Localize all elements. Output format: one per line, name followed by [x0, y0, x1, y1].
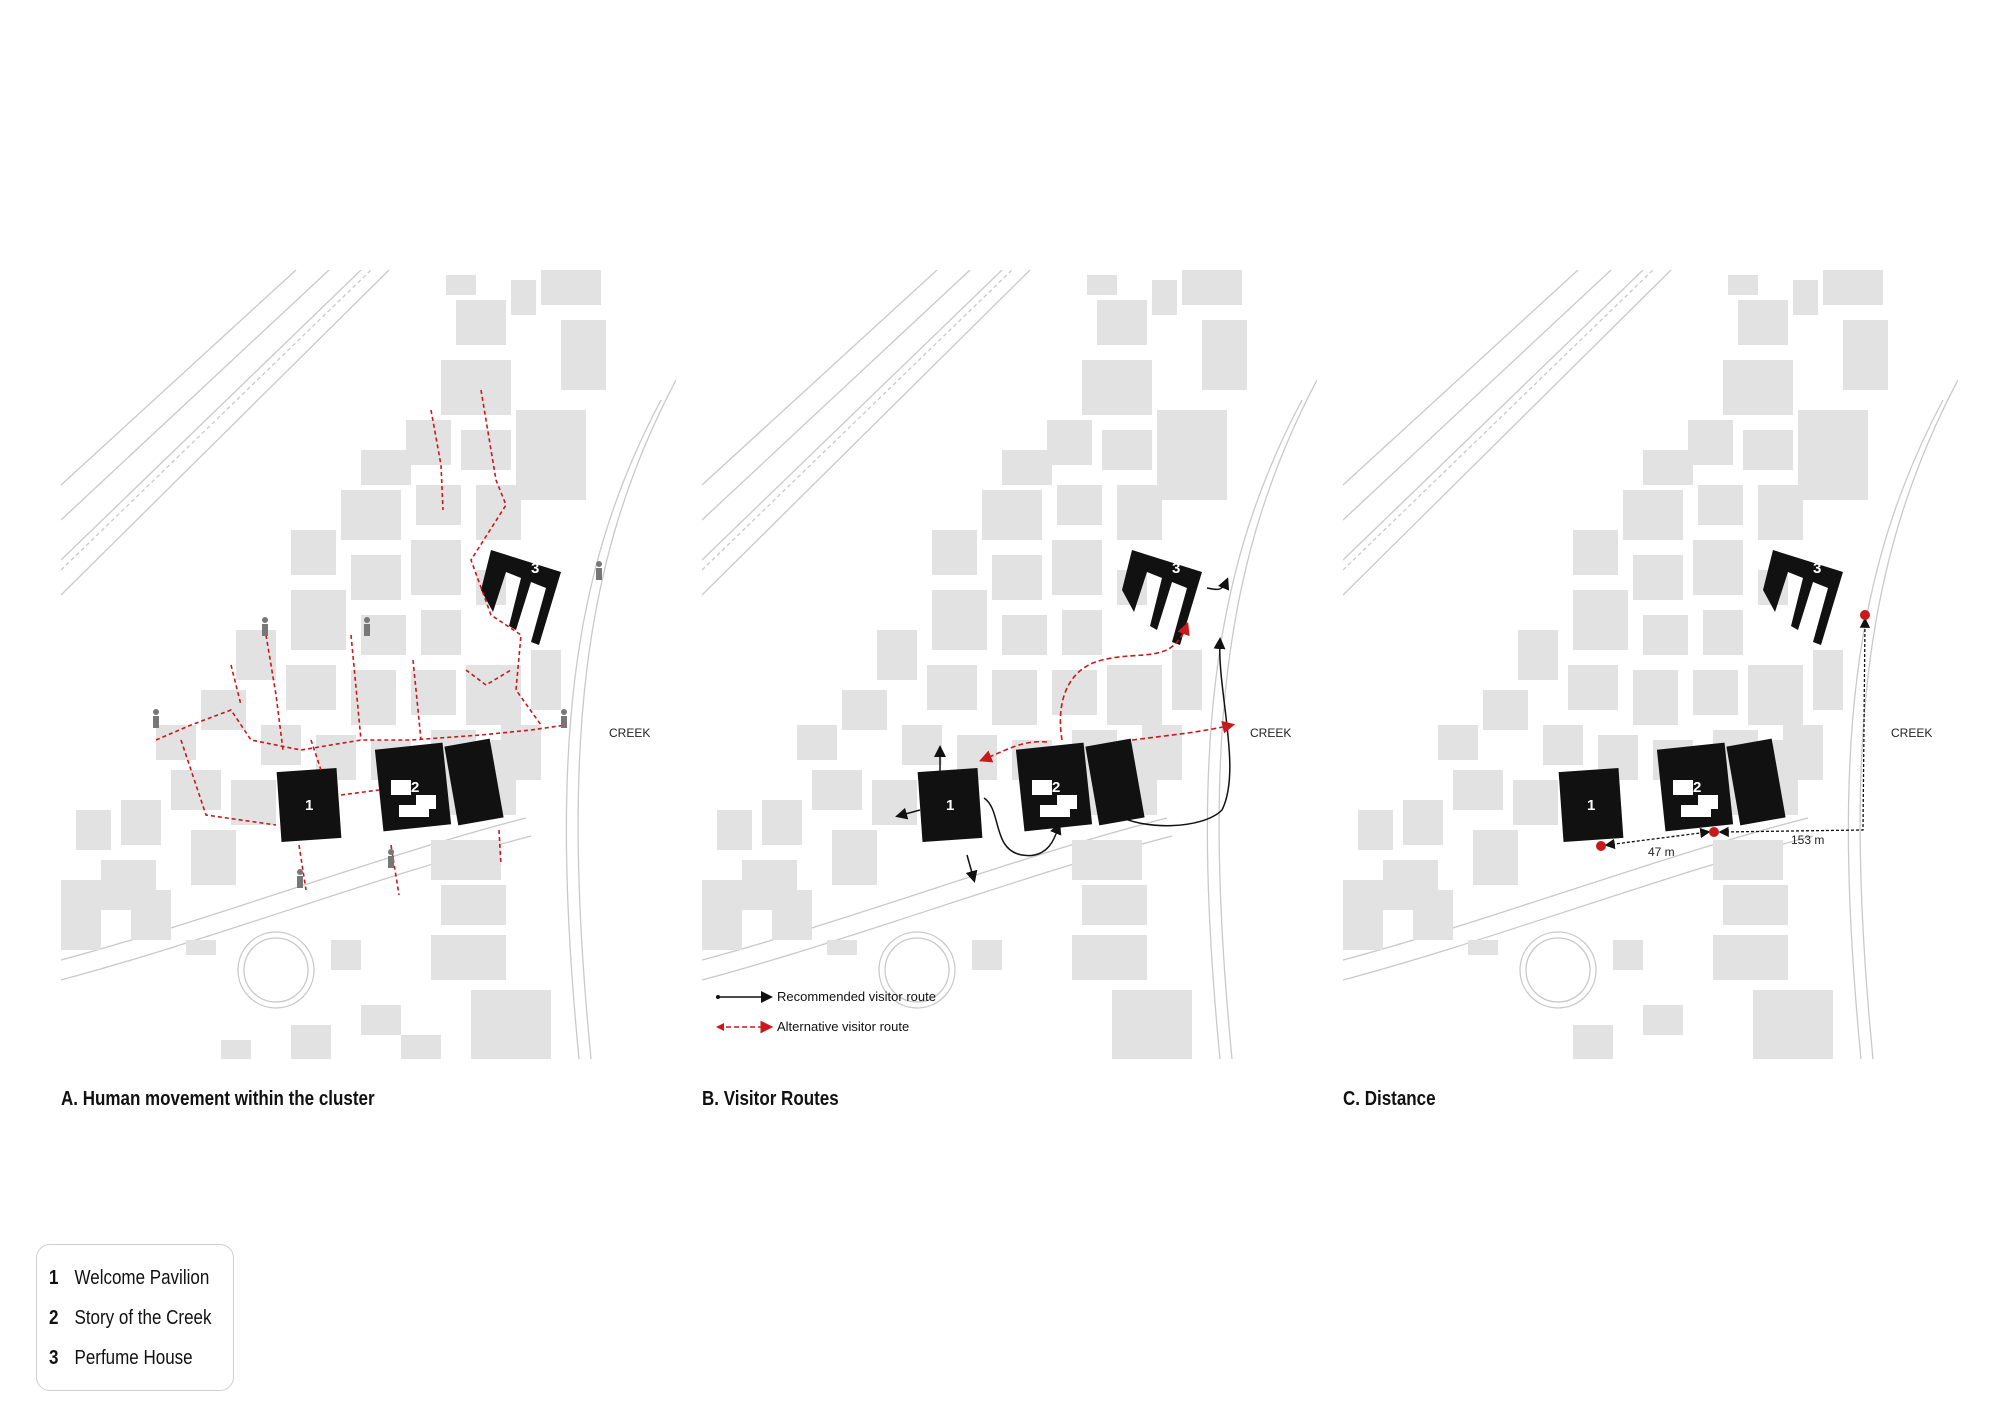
building-2: [374, 742, 452, 832]
building-3: [1122, 550, 1202, 645]
building-1: [917, 767, 983, 843]
creek-label: CREEK: [1250, 726, 1291, 740]
building-number-2: 2: [1693, 779, 1701, 796]
red-dot-marker: [1709, 827, 1719, 837]
building-2b: [1085, 738, 1145, 826]
alternative-route: [979, 622, 1236, 763]
person-icons: [153, 561, 602, 888]
building-2: [1656, 742, 1734, 832]
building-number-1: 1: [1587, 797, 1595, 814]
recommended-route: [895, 577, 1231, 883]
legend-item-story-of-the-creek: 2 Story of the Creek: [49, 1307, 212, 1330]
legend-item-welcome-pavilion: 1 Welcome Pavilion: [49, 1267, 209, 1290]
building-3: [481, 550, 561, 645]
distance-lines: [1604, 617, 1871, 850]
person-icon: [153, 709, 159, 728]
cluster-buildings: [276, 550, 561, 843]
caption-distance: C. Distance: [1343, 1088, 1436, 1110]
distance-label-153m: 153 m: [1791, 833, 1824, 847]
legend-label: Welcome Pavilion: [74, 1267, 210, 1289]
panel-distance: 1 2 3 47 m 153 m CREEK: [1343, 270, 1958, 1059]
building-number-3: 3: [1172, 560, 1180, 577]
legend-number: 1: [49, 1267, 59, 1289]
person-icon: [596, 561, 602, 580]
building-1: [276, 767, 342, 843]
legend-number: 3: [49, 1347, 59, 1369]
building-1: [1558, 767, 1624, 843]
red-dot-marker: [1596, 841, 1606, 851]
building-2: [1015, 742, 1093, 832]
person-icon: [364, 617, 370, 636]
recommended-route-label: Recommended visitor route: [777, 989, 936, 1004]
context-buildings: [1343, 270, 1888, 1059]
building-number-3: 3: [531, 560, 539, 577]
person-icon: [388, 849, 394, 868]
caption-human-movement: A. Human movement within the cluster: [61, 1088, 375, 1110]
legend-number: 2: [49, 1307, 59, 1329]
distance-markers: [1596, 610, 1870, 851]
person-icon: [262, 617, 268, 636]
panel-human-movement: 1 2 3 CREEK: [61, 270, 676, 1059]
alternative-route-label: Alternative visitor route: [777, 1019, 909, 1034]
caption-visitor-routes: B. Visitor Routes: [702, 1088, 839, 1110]
building-numbers: 1 2 3: [305, 560, 539, 814]
context-buildings: [702, 270, 1247, 1059]
site-map-a: 1 2 3 CREEK: [61, 270, 676, 1059]
building-3: [1763, 550, 1843, 645]
building-numbers: 1 2 3: [1587, 560, 1821, 814]
route-legend: Recommended visitor route Alternative vi…: [716, 989, 936, 1034]
panel-visitor-routes: 1 2 3 CREEK Recommended visitor route: [702, 270, 1317, 1059]
building-2b: [444, 738, 504, 826]
building-number-3: 3: [1813, 560, 1821, 577]
building-number-1: 1: [305, 797, 313, 814]
red-dot-marker: [1860, 610, 1870, 620]
creek-label: CREEK: [1891, 726, 1932, 740]
building-number-1: 1: [946, 797, 954, 814]
site-map-c: 1 2 3 47 m 153 m CREEK: [1343, 270, 1958, 1059]
site-map-b: 1 2 3 CREEK Recommended visitor route: [702, 270, 1317, 1059]
legend-label: Perfume House: [74, 1347, 193, 1369]
building-numbers: 1 2 3: [946, 560, 1180, 814]
cluster-buildings: [917, 550, 1202, 843]
building-number-2: 2: [411, 779, 419, 796]
person-icon: [561, 709, 567, 728]
creek-label: CREEK: [609, 726, 650, 740]
legend-item-perfume-house: 3 Perfume House: [49, 1347, 193, 1370]
person-icon: [297, 869, 303, 888]
context-buildings: [61, 270, 606, 1059]
distance-label-47m: 47 m: [1648, 845, 1675, 859]
building-number-2: 2: [1052, 779, 1060, 796]
legend-label: Story of the Creek: [74, 1307, 212, 1329]
